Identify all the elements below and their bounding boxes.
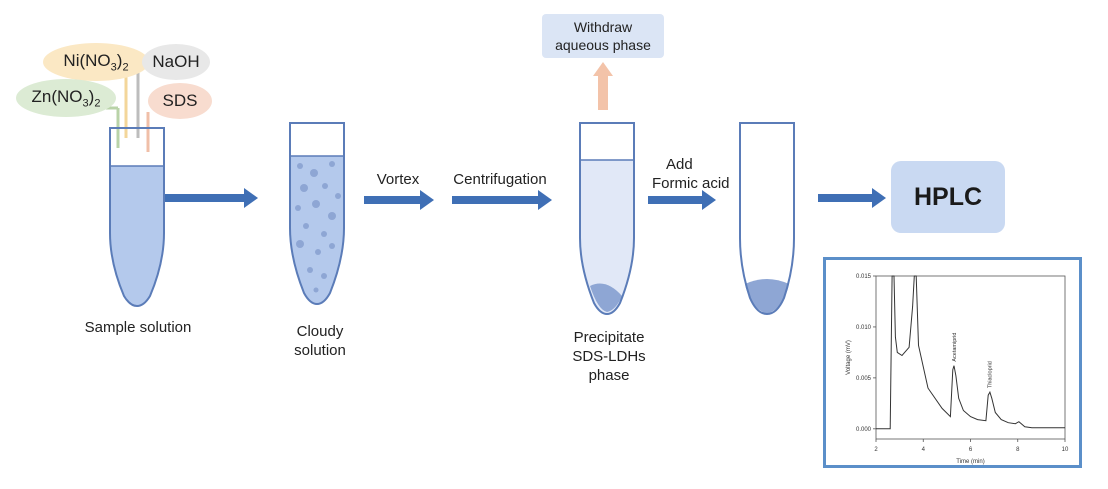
sds-pill: SDS [148,83,212,119]
zn-nitrate-label: Zn(NO3)2 [31,86,101,110]
arrow-3 [452,190,552,210]
add-line1: Add [666,156,693,173]
zn-nitrate-pill: Zn(NO3)2 [16,79,116,117]
cloudy-tube [289,122,345,306]
y-tick-label-3: 0.015 [856,274,872,280]
hplc-box: HPLC [891,161,1005,233]
cloudy-solution-label: Cloudy solution [260,322,380,360]
peak-label-0: Acetamiprid [952,333,958,362]
cloudy-label-line2: solution [294,342,346,359]
add-formic-acid-label: Add Formic acid [652,155,730,193]
hplc-label: HPLC [913,182,983,211]
cloudy-label-line1: Cloudy [296,323,344,340]
precipitate-tube [579,122,635,316]
precipitate-line3: phase [588,367,630,384]
y-tick-label-2: 0.010 [856,325,872,331]
sample-tube [109,127,165,308]
withdraw-line1: Withdraw [573,19,633,35]
y-tick-label-0: 0.000 [856,427,872,433]
arrow-5 [818,188,886,208]
withdraw-box: Withdraw aqueous phase [542,14,664,58]
x-axis-label: Time (min) [956,459,984,465]
x-tick-label-4: 10 [1062,447,1069,453]
ni-nitrate-pill: Ni(NO3)2 [43,43,149,81]
withdraw-line2: aqueous phase [555,37,651,53]
arrow-4 [648,190,716,210]
arrow-2 [364,190,434,210]
peak-label-1: Thiacloprid [987,361,993,388]
precipitate-line2: SDS-LDHs [572,348,646,365]
y-tick-label-1: 0.005 [856,376,872,382]
vortex-label: Vortex [376,171,420,188]
naoh-label: NaOH [152,52,200,71]
x-tick-label-3: 8 [1016,447,1020,453]
precipitate-line1: Precipitate [573,329,645,346]
arrow-1 [165,188,258,208]
y-axis-label: Voltage (mV) [846,340,852,375]
series-line-0 [876,275,1065,430]
ni-nitrate-label: Ni(NO3)2 [63,50,129,74]
x-tick-label-1: 4 [922,447,926,453]
precipitate-label: Precipitate SDS-LDHs phase [540,328,678,385]
add-line2: Formic acid [652,175,730,192]
final-tube [739,122,795,316]
sds-label: SDS [162,91,198,110]
centrifugation-label: Centrifugation [453,171,547,188]
x-tick-label-2: 6 [969,447,973,453]
sample-solution-label: Sample solution [84,319,192,336]
withdraw-arrow [593,62,613,110]
naoh-pill: NaOH [142,44,210,80]
x-tick-label-0: 2 [874,447,878,453]
plot-area [875,275,1066,440]
